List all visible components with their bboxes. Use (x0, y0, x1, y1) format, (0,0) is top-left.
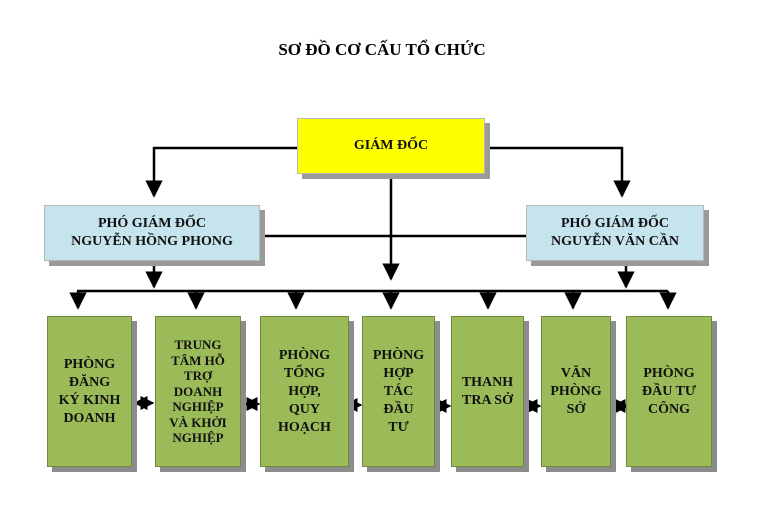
deputy-director-box-right: PHÓ GIÁM ĐỐC NGUYỄN VĂN CẦN (526, 205, 704, 261)
deputy-director-box-left: PHÓ GIÁM ĐỐC NGUYỄN HỒNG PHONG (44, 205, 260, 261)
line-director-to-right-deputy (485, 146, 631, 198)
department-enterprise-support-center: TRUNG TÂM HỖ TRỢ DOANH NGHIỆP VÀ KHỞI NG… (155, 316, 241, 467)
department-public-investment: PHÒNG ĐẦU TƯ CÔNG (626, 316, 712, 467)
department-business-registration: PHÒNG ĐĂNG KÝ KINH DOANH (47, 316, 132, 467)
department-office: VĂN PHÒNG SỞ (541, 316, 611, 467)
line-director-to-left-deputy (145, 146, 297, 198)
director-box: GIÁM ĐỐC (297, 118, 485, 174)
department-general-planning: PHÒNG TỔNG HỢP, QUY HOẠCH (260, 316, 349, 467)
department-investment-cooperation: PHÒNG HỢP TÁC ĐẦU TƯ (362, 316, 435, 467)
department-inspectorate: THANH TRA SỞ (451, 316, 524, 467)
chart-title: SƠ ĐỒ CƠ CẤU TỔ CHỨC (278, 40, 486, 59)
